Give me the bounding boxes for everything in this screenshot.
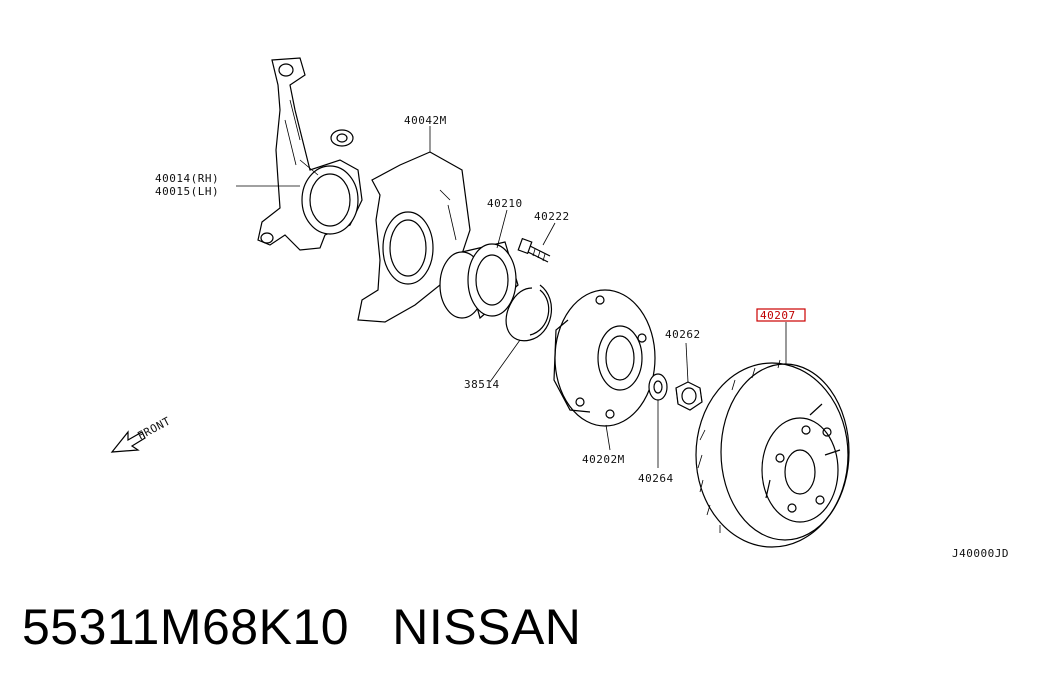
exploded-parts-diagram: 40014(RH) 40015(LH) 40042M 40210 40222 3… <box>110 57 1009 560</box>
hub-bolt[interactable] <box>517 237 551 263</box>
brand-name: NISSAN <box>392 599 582 655</box>
label-hub-nut: 40262 <box>665 328 701 341</box>
wheel-bearing[interactable] <box>439 241 519 320</box>
wheel-hub[interactable] <box>553 289 656 427</box>
snap-ring[interactable] <box>505 284 553 342</box>
label-snap-ring: 38514 <box>464 378 500 391</box>
baffle-plate[interactable] <box>357 151 471 323</box>
highlighted-part-box[interactable]: 40207 <box>756 308 806 322</box>
part-number: 55311M68K10 <box>22 599 350 655</box>
diagram-code: J40000JD <box>952 547 1009 560</box>
label-hub-bolt: 40222 <box>534 210 570 223</box>
front-arrow-indicator: FRONT <box>110 414 173 453</box>
steering-knuckle[interactable] <box>257 57 363 251</box>
label-hub: 40202M <box>582 453 625 466</box>
label-disc-rotor: 40207 <box>760 309 796 322</box>
washer[interactable] <box>648 373 668 401</box>
hub-nut[interactable] <box>675 381 703 411</box>
front-arrow-label: FRONT <box>135 414 173 442</box>
label-bearing: 40210 <box>487 197 523 210</box>
leader-lines <box>236 126 787 468</box>
disc-rotor[interactable] <box>695 359 850 548</box>
label-knuckle-rh: 40014(RH) <box>155 172 219 185</box>
label-washer: 40264 <box>638 472 674 485</box>
label-knuckle-lh: 40015(LH) <box>155 185 219 198</box>
label-baffle-plate: 40042M <box>404 114 447 127</box>
part-caption: 55311M68K10 NISSAN <box>22 598 581 656</box>
